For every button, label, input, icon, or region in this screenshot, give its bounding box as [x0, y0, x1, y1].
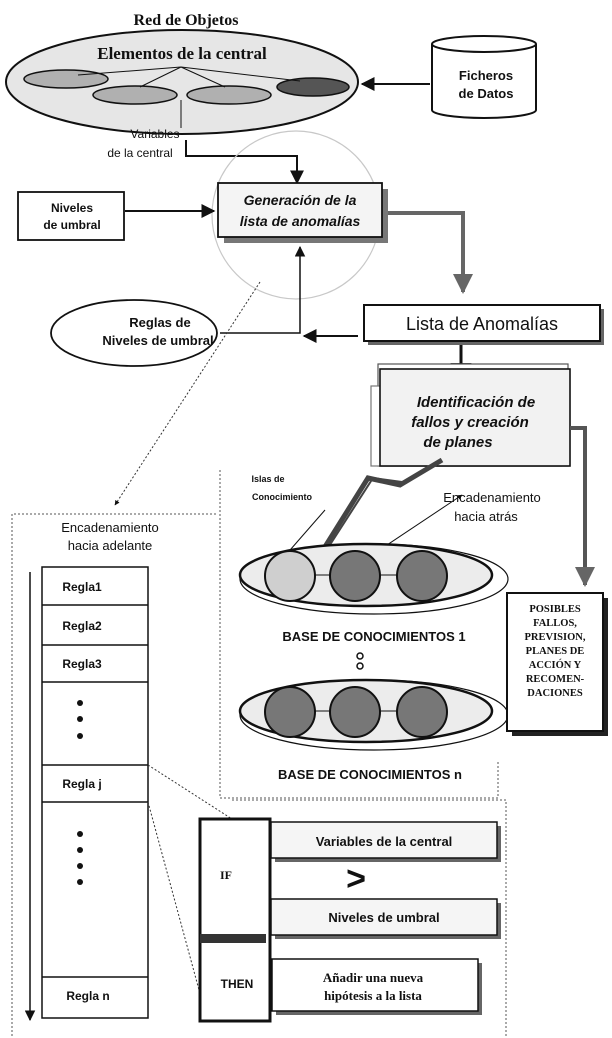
- knowledge-base-1-label: BASE DE CONOCIMIENTOS 1: [282, 629, 465, 644]
- condition-right-box: [270, 898, 498, 936]
- knowledge-lightning-arrow: [300, 457, 444, 585]
- outputs-line-4: PLANES DE: [526, 646, 585, 657]
- zoom-connector-line: [114, 281, 261, 506]
- threshold-rules-label-1: Reglas de: [129, 315, 190, 330]
- anomaly-list-box: [363, 304, 601, 342]
- knowledge-islands-label-2: Conocimiento: [252, 492, 313, 502]
- forward-chaining-label-1: Encadenamiento: [61, 520, 159, 535]
- backward-chaining-label-1: Encadenamiento: [443, 490, 541, 505]
- action-label-2: hipótesis a la lista: [324, 988, 422, 1003]
- plant-variables-label-2: de la central: [107, 146, 172, 160]
- backward-chaining-label-2: hacia atrás: [454, 509, 518, 524]
- forward-chaining-label-2: hacia adelante: [68, 538, 153, 553]
- rule-detail-dotted-frame: [232, 799, 507, 1036]
- knowledge-base-n-ellipse: [238, 678, 509, 751]
- knowledge-base-1-ellipse: [238, 542, 509, 615]
- rules-to-generation-arrow: [220, 245, 306, 334]
- threshold-rules-ellipse: [50, 299, 218, 367]
- condition-right-label: Niveles de umbral: [328, 910, 439, 925]
- rule-detail-keyword-column: [198, 817, 272, 1023]
- anomaly-generation-label-1: Generación de la: [244, 192, 357, 208]
- if-label: IF: [220, 868, 232, 882]
- rule-detail-separator: [200, 934, 266, 943]
- outputs-line-2: FALLOS,: [533, 618, 577, 629]
- then-label: THEN: [221, 977, 254, 991]
- data-files-label-1: Ficheros: [459, 68, 513, 83]
- plant-variables-arrow: [185, 140, 304, 185]
- outputs-line-6: RECOMEN-: [526, 674, 585, 685]
- identification-to-outputs-arrow: [570, 426, 595, 587]
- plant-variables-label-1: Variables: [130, 127, 179, 141]
- outputs-box: [506, 592, 604, 732]
- rule-list-ellipsis-lower: [77, 831, 83, 885]
- action-label-1: Añadir una nueva: [323, 970, 424, 985]
- fault-identification-label-3: de planes: [423, 434, 492, 451]
- rule-j-zoom-line-bottom: [147, 801, 206, 1013]
- object-network-ellipse: [5, 29, 359, 135]
- rule-3-label: Regla3: [62, 657, 102, 671]
- rule-list: [41, 566, 149, 1019]
- threshold-levels-box: [17, 191, 125, 241]
- threshold-levels-label-1: Niveles: [51, 201, 93, 215]
- outputs-text: POSIBLES FALLOS, PREVISION, PLANES DE AC…: [525, 604, 586, 699]
- outputs-line-5: ACCIÓN Y: [529, 659, 582, 671]
- knowledge-area-dotted-frame: [219, 470, 499, 799]
- knowledge-base-ellipsis-dots: [356, 652, 364, 670]
- data-files-cylinder: [431, 35, 537, 119]
- anomaly-generation-box: [217, 182, 383, 238]
- outputs-line-3: PREVISION,: [525, 632, 586, 643]
- threshold-rules-label-2: Niveles de umbral: [102, 333, 213, 348]
- knowledge-base-n-label: BASE DE CONOCIMIENTOS n: [278, 767, 462, 782]
- rule-j-zoom-line-top: [147, 764, 233, 820]
- condition-left-label: Variables de la central: [316, 834, 453, 849]
- rule-2-label: Regla2: [62, 619, 102, 633]
- fault-identification-label-1: Identificación de: [417, 394, 535, 411]
- fault-identification-label-2: fallos y creación: [411, 414, 529, 431]
- anomaly-generation-label-2: lista de anomalías: [240, 213, 361, 229]
- knowledge-islands-label-1: Islas de: [251, 474, 284, 484]
- rule-list-ellipsis-upper: [77, 700, 83, 739]
- fault-identification-box: [379, 368, 571, 467]
- condition-left-box: [270, 821, 498, 859]
- outputs-line-1: POSIBLES: [529, 604, 581, 615]
- outputs-line-7: DACIONES: [527, 688, 583, 699]
- rule-1-label: Regla1: [62, 580, 102, 594]
- object-network-title: Red de Objetos: [134, 12, 239, 29]
- generation-to-list-arrow: [388, 211, 473, 294]
- rule-j-label: Regla j: [62, 777, 101, 791]
- plant-elements-label: Elementos de la central: [97, 44, 267, 63]
- rule-n-label: Regla n: [66, 989, 109, 1003]
- rule-panel-dotted-frame: [11, 513, 218, 1036]
- action-box: [271, 958, 479, 1012]
- anomaly-list-label: Lista de Anomalías: [406, 314, 558, 334]
- comparator-symbol: >: [346, 860, 366, 898]
- data-files-label-2: de Datos: [459, 86, 514, 101]
- threshold-levels-label-2: de umbral: [43, 218, 100, 232]
